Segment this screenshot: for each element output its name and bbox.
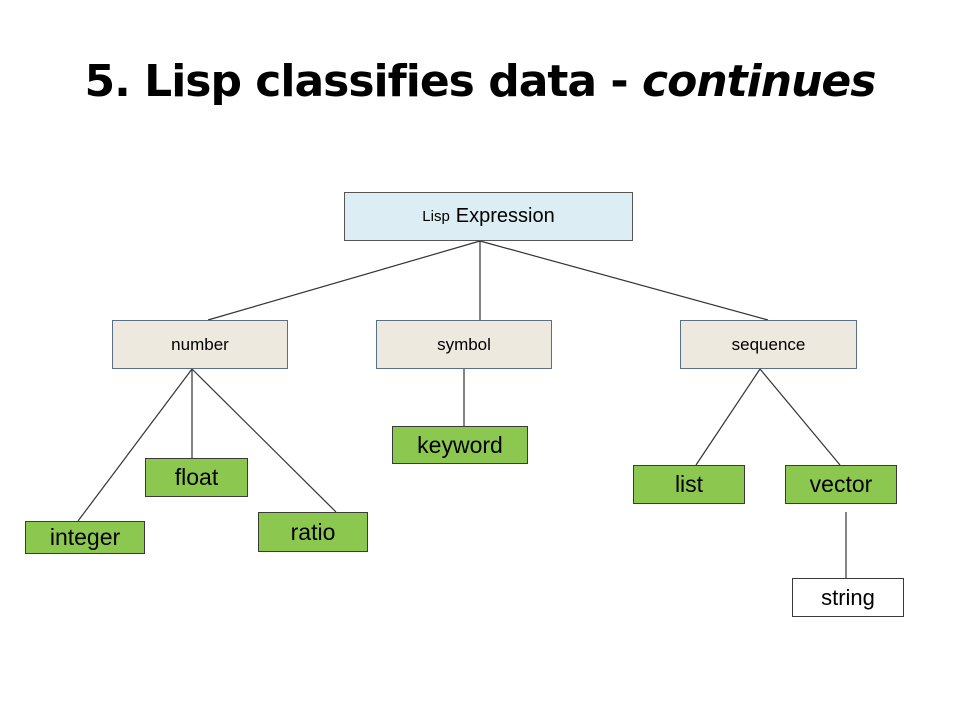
node-sequence: sequence bbox=[680, 320, 857, 369]
node-float: float bbox=[145, 458, 248, 497]
node-list: list bbox=[633, 465, 745, 504]
node-ratio: ratio bbox=[258, 512, 368, 552]
node-keyword: keyword bbox=[392, 426, 528, 464]
node-lisp-expression-label: Expression bbox=[455, 205, 555, 227]
edge-root-number bbox=[207, 240, 481, 321]
node-symbol: symbol bbox=[376, 320, 552, 369]
edge-sequence-vector bbox=[759, 368, 841, 466]
slide-title-main: 5. Lisp classifies data - bbox=[84, 56, 643, 107]
node-string: string bbox=[792, 578, 904, 617]
edge-root-sequence bbox=[479, 240, 769, 321]
slide-title-emphasis: continues bbox=[642, 56, 876, 107]
edge-number-ratio bbox=[191, 368, 337, 513]
slide-title: 5. Lisp classifies data - continues bbox=[0, 56, 960, 107]
node-integer: integer bbox=[25, 521, 145, 554]
edge-sequence-list bbox=[695, 368, 761, 466]
node-number: number bbox=[112, 320, 288, 369]
node-lisp-expression-prefix: Lisp bbox=[422, 208, 450, 225]
node-vector: vector bbox=[785, 465, 897, 504]
node-lisp-expression: Lisp Expression bbox=[344, 192, 633, 241]
edge-number-integer bbox=[77, 368, 193, 522]
